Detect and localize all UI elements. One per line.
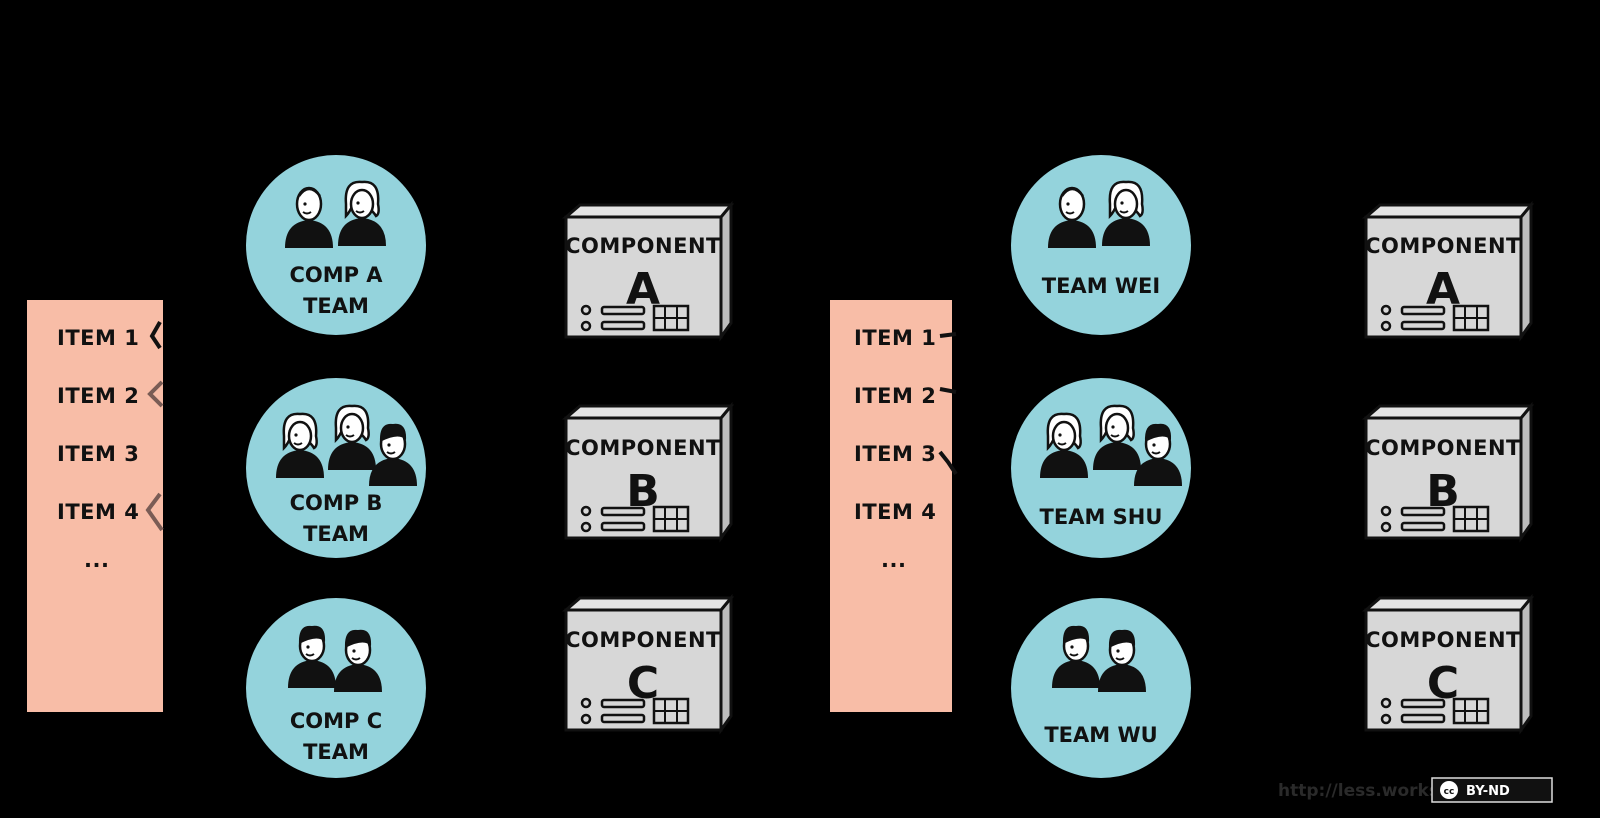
left-panel: ITEM 1 ITEM 2 ITEM 3 ITEM 4 ... COMP A T…: [27, 155, 733, 778]
left-team-c-line2: TEAM: [303, 740, 369, 764]
footer-url[interactable]: http://less.works: [1278, 781, 1439, 801]
right-component-a: COMPONENT A: [1364, 203, 1533, 339]
left-component-c-title: COMPONENT: [565, 628, 721, 652]
left-component-c: COMPONENT C: [564, 596, 733, 732]
left-backlog-item-2: ITEM 2: [57, 384, 139, 408]
right-connector-item-2: [939, 387, 957, 394]
footer: http://less.works cc BY-ND: [1278, 777, 1553, 803]
right-team-wu: TEAM WU: [1011, 598, 1191, 778]
right-connector-item-1: [939, 332, 957, 338]
left-backlog-item-more: ...: [84, 548, 109, 572]
left-component-a-title: COMPONENT: [565, 234, 721, 258]
left-backlog-item-4: ITEM 4: [57, 500, 139, 524]
right-component-b: COMPONENT B: [1364, 404, 1533, 540]
left-connector-item-2: [147, 380, 164, 408]
left-connector-item-1: [149, 321, 162, 350]
right-component-c: COMPONENT C: [1364, 596, 1533, 732]
left-connector-item-4: [145, 492, 164, 532]
left-team-a-line1: COMP A: [289, 263, 383, 287]
right-backlog-item-4: ITEM 4: [854, 500, 936, 524]
left-team-b-line1: COMP B: [290, 491, 383, 515]
license-badge: cc BY-ND: [1431, 777, 1553, 803]
right-backlog-item-2: ITEM 2: [854, 384, 936, 408]
left-backlog-items: ITEM 1 ITEM 2 ITEM 3 ITEM 4 ...: [57, 326, 139, 572]
right-team-wei: TEAM WEI: [1011, 155, 1191, 335]
left-backlog-item-3: ITEM 3: [57, 442, 139, 466]
license-label: BY-ND: [1466, 784, 1510, 799]
left-backlog: [27, 300, 163, 712]
left-team-b: COMP B TEAM: [246, 378, 426, 558]
right-component-c-letter: C: [1427, 658, 1459, 709]
left-team-c: COMP C TEAM: [246, 598, 426, 778]
right-team-wei-label: TEAM WEI: [1042, 274, 1160, 298]
svg-text:cc: cc: [1444, 787, 1455, 797]
right-backlog: [830, 300, 952, 712]
left-component-b-letter: B: [626, 466, 660, 517]
left-component-c-letter: C: [627, 658, 659, 709]
right-backlog-item-3: ITEM 3: [854, 442, 936, 466]
left-component-a-letter: A: [626, 264, 660, 315]
right-team-wu-label: TEAM WU: [1044, 723, 1157, 747]
cc-icon: cc: [1440, 781, 1458, 799]
right-backlog-item-1: ITEM 1: [854, 326, 936, 350]
left-backlog-item-1: ITEM 1: [57, 326, 139, 350]
right-component-a-letter: A: [1426, 264, 1460, 315]
right-team-shu: TEAM SHU: [1011, 378, 1191, 558]
left-team-b-line2: TEAM: [303, 522, 369, 546]
left-component-a: COMPONENT A: [564, 203, 733, 339]
right-component-a-title: COMPONENT: [1365, 234, 1521, 258]
right-backlog-items: ITEM 1 ITEM 2 ITEM 3 ITEM 4 ...: [854, 326, 936, 572]
left-team-c-line1: COMP C: [290, 709, 382, 733]
right-panel: ITEM 1 ITEM 2 ITEM 3 ITEM 4 ... TEAM WEI…: [830, 155, 1533, 778]
right-component-b-title: COMPONENT: [1365, 436, 1521, 460]
right-team-shu-label: TEAM SHU: [1040, 505, 1163, 529]
left-team-a: COMP A TEAM: [246, 155, 426, 335]
right-component-b-letter: B: [1426, 466, 1460, 517]
left-component-b: COMPONENT B: [564, 404, 733, 540]
right-backlog-item-more: ...: [881, 548, 906, 572]
right-connector-item-3: [938, 450, 958, 476]
left-component-b-title: COMPONENT: [565, 436, 721, 460]
right-component-c-title: COMPONENT: [1365, 628, 1521, 652]
left-team-a-line2: TEAM: [303, 294, 369, 318]
